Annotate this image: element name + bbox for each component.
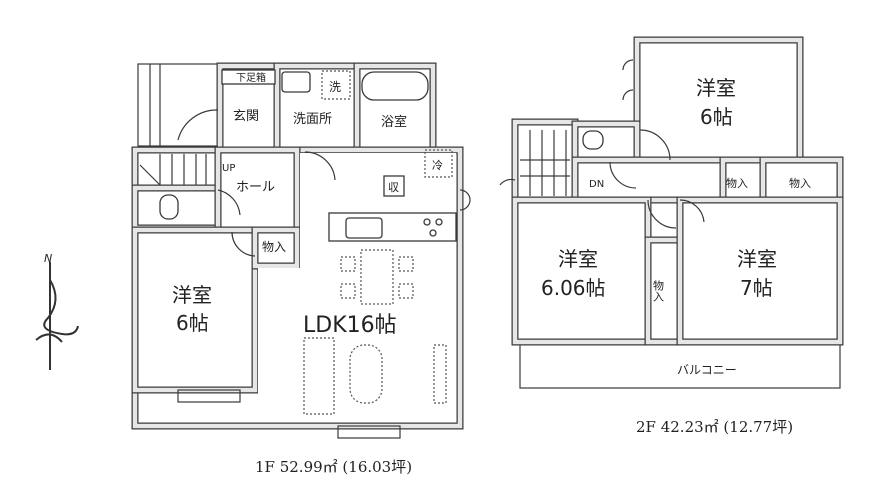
sink-icon (281, 71, 311, 93)
shoe-box-label: 下足箱 (236, 71, 266, 84)
room-c-name: 洋室 (737, 247, 777, 271)
toilet-icon-2f (582, 130, 604, 150)
room-a-size: 6帖 (700, 105, 733, 129)
entrance-door-icon (177, 109, 219, 141)
floor-2: 洋室 6帖 DN 物入 物入 洋室 6.06帖 物入 洋室 7帖 バルコニー 2… (499, 36, 844, 436)
floor-1: 下足箱 洗 冷 収 玄関 洗面所 (131, 62, 471, 476)
kitchen-sink-icon (345, 217, 383, 239)
balcony-label: バルコニー (677, 363, 737, 377)
tv-stand-icon (433, 344, 447, 404)
fridge-icon (424, 149, 453, 178)
up-label: UP (222, 163, 235, 174)
washer-icon (321, 70, 351, 100)
room-a-name: 洋室 (696, 76, 736, 100)
fridge-label: 冷 (432, 159, 443, 172)
shoe-box (221, 69, 276, 85)
compass-icon: N (35, 252, 79, 370)
hall-label: ホール (236, 180, 275, 195)
floor1-area-caption: 1F 52.99㎡ (16.03坪) (255, 458, 412, 476)
western-room-1f-size: 6帖 (176, 311, 209, 335)
dn-label: DN (589, 179, 604, 190)
dining-table-icon (340, 249, 414, 305)
stove-icon (423, 218, 443, 237)
washroom-label: 洗面所 (293, 112, 332, 127)
coffee-table-icon (349, 344, 383, 404)
bath-label: 浴室 (381, 114, 407, 130)
room-c-size: 7帖 (740, 276, 773, 300)
bathtub-icon (361, 71, 429, 101)
genkan-label: 玄関 (233, 109, 259, 124)
stairs-icon (139, 154, 207, 186)
floor2-area-caption: 2F 42.23㎡ (12.77坪) (636, 418, 793, 436)
closet-3-label: 物入 (652, 279, 665, 302)
sofa-icon (303, 337, 447, 415)
toilet-icon (159, 194, 179, 220)
closet-1-label: 物入 (726, 176, 748, 190)
room-b-size: 6.06帖 (541, 276, 606, 300)
storage-label: 収 (388, 181, 399, 194)
western-room-1f-name: 洋室 (172, 283, 212, 307)
ldk-label: LDK16帖 (303, 313, 397, 338)
storage-box (383, 175, 405, 197)
stairs-icon-2f (520, 130, 570, 196)
north-label: N (44, 252, 52, 265)
washer-label: 洗 (329, 80, 341, 94)
room-b-name: 洋室 (558, 247, 598, 271)
closet-label-1f: 物入 (262, 240, 286, 254)
closet-2-label: 物入 (789, 176, 811, 190)
